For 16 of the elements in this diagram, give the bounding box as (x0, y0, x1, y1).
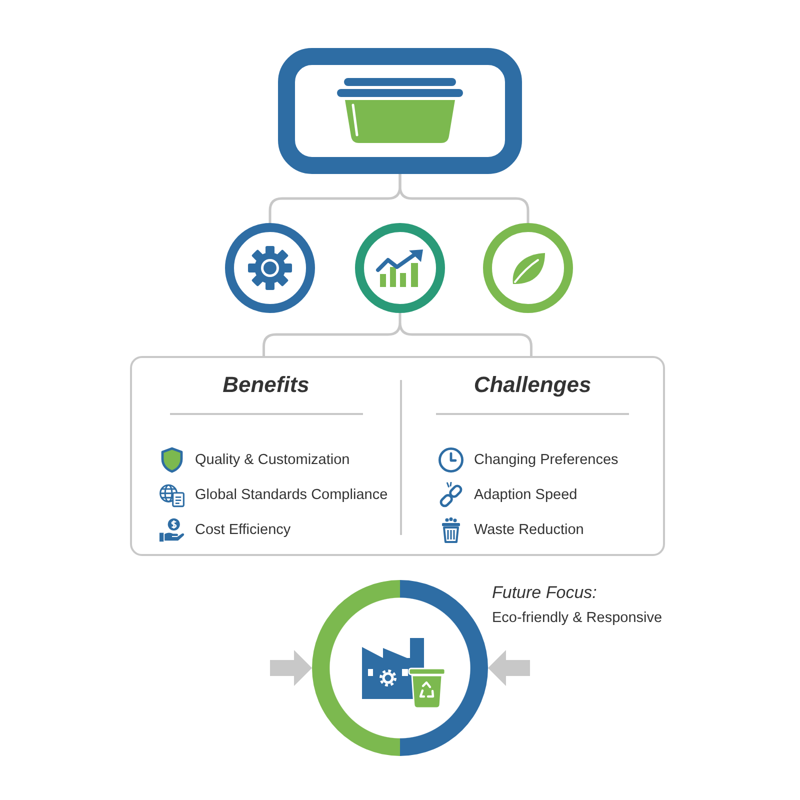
connector-line (262, 312, 532, 358)
list-item-text: Waste Reduction (474, 521, 584, 539)
info-panel (130, 356, 665, 556)
list-item-text: Global Standards Compliance (195, 486, 388, 504)
caption-text: Eco-friendly & Responsive (492, 609, 662, 628)
list-item-text: Changing Preferences (474, 451, 618, 469)
column-heading: Benefits (222, 371, 310, 399)
list-item-text: Cost Efficiency (195, 521, 291, 539)
column-heading: Challenges (474, 371, 592, 399)
list-item-text: Quality & Customization (195, 451, 350, 469)
block-arrow (488, 650, 530, 686)
caption-heading: Future Focus: (492, 582, 597, 604)
rounded-frame (278, 48, 522, 174)
list-item-text: Adaption Speed (474, 486, 578, 504)
block-arrow (270, 650, 312, 686)
connector-line (398, 174, 530, 223)
